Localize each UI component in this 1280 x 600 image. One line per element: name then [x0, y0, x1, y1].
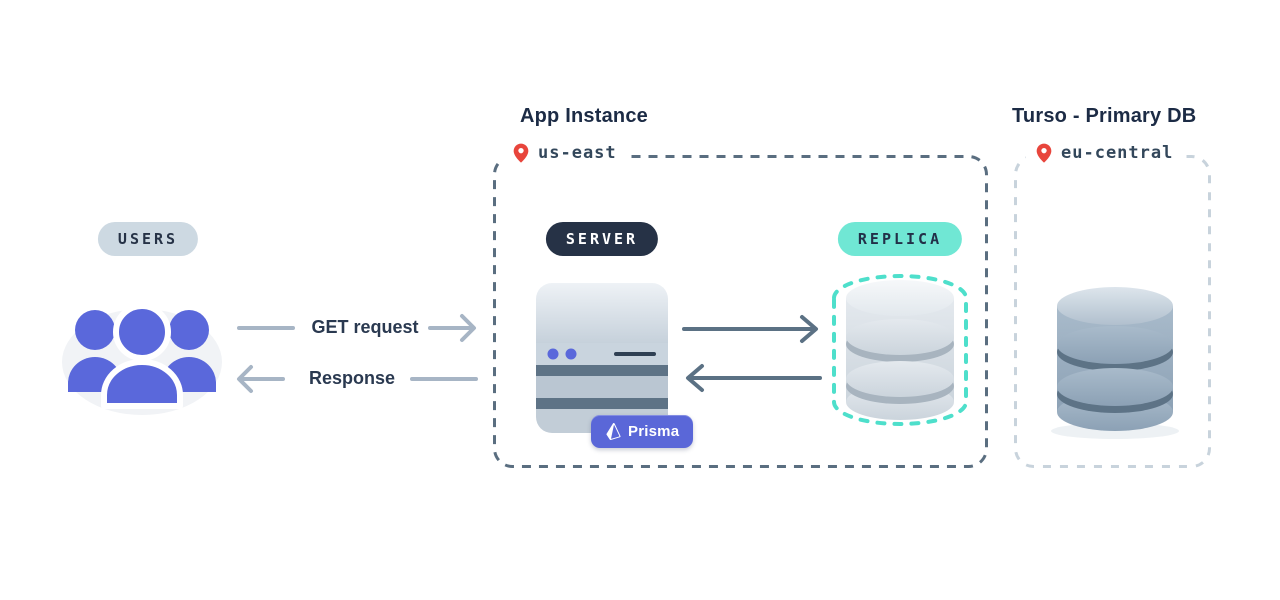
server-to-replica-arrow-icon [682, 315, 818, 343]
replica-badge-label: REPLICA [857, 230, 943, 248]
location-pin-icon [1036, 143, 1052, 163]
primary-database-icon [1051, 287, 1179, 439]
get-request-line [237, 326, 295, 330]
replica-database-icon [832, 274, 968, 426]
turso-region-text: eu-central [1061, 143, 1174, 163]
app-instance-border [493, 155, 988, 468]
get-request-arrow-icon [428, 314, 476, 342]
users-badge: USERS [97, 222, 199, 256]
response-arrow-icon [237, 365, 285, 393]
server-badge-label: SERVER [565, 230, 639, 248]
server-icon [536, 283, 668, 433]
replica-dashed-outline [832, 274, 968, 426]
turso-region-label: eu-central [1026, 141, 1186, 165]
replica-badge: REPLICA [837, 222, 963, 256]
response-line [410, 377, 478, 381]
app-region-label: us-east [503, 141, 629, 165]
users-icon [62, 303, 222, 415]
get-request-label: GET request [311, 317, 419, 337]
turso-box: eu-central [1014, 141, 1211, 468]
app-region-text: us-east [538, 143, 617, 163]
replica-to-server-arrow-icon [686, 364, 822, 392]
server-badge: SERVER [545, 222, 659, 256]
users-badge-label: USERS [117, 230, 179, 248]
location-pin-icon [513, 143, 529, 163]
app-instance-title: App Instance [520, 105, 648, 127]
turso-title: Turso - Primary DB [1012, 105, 1197, 127]
prisma-logo-icon [606, 423, 621, 440]
response-label: Response [308, 368, 396, 388]
prisma-badge-label: Prisma [628, 423, 680, 440]
prisma-badge: Prisma [591, 415, 694, 448]
app-instance-box: us-east [493, 141, 988, 468]
turso-border [1014, 155, 1211, 468]
